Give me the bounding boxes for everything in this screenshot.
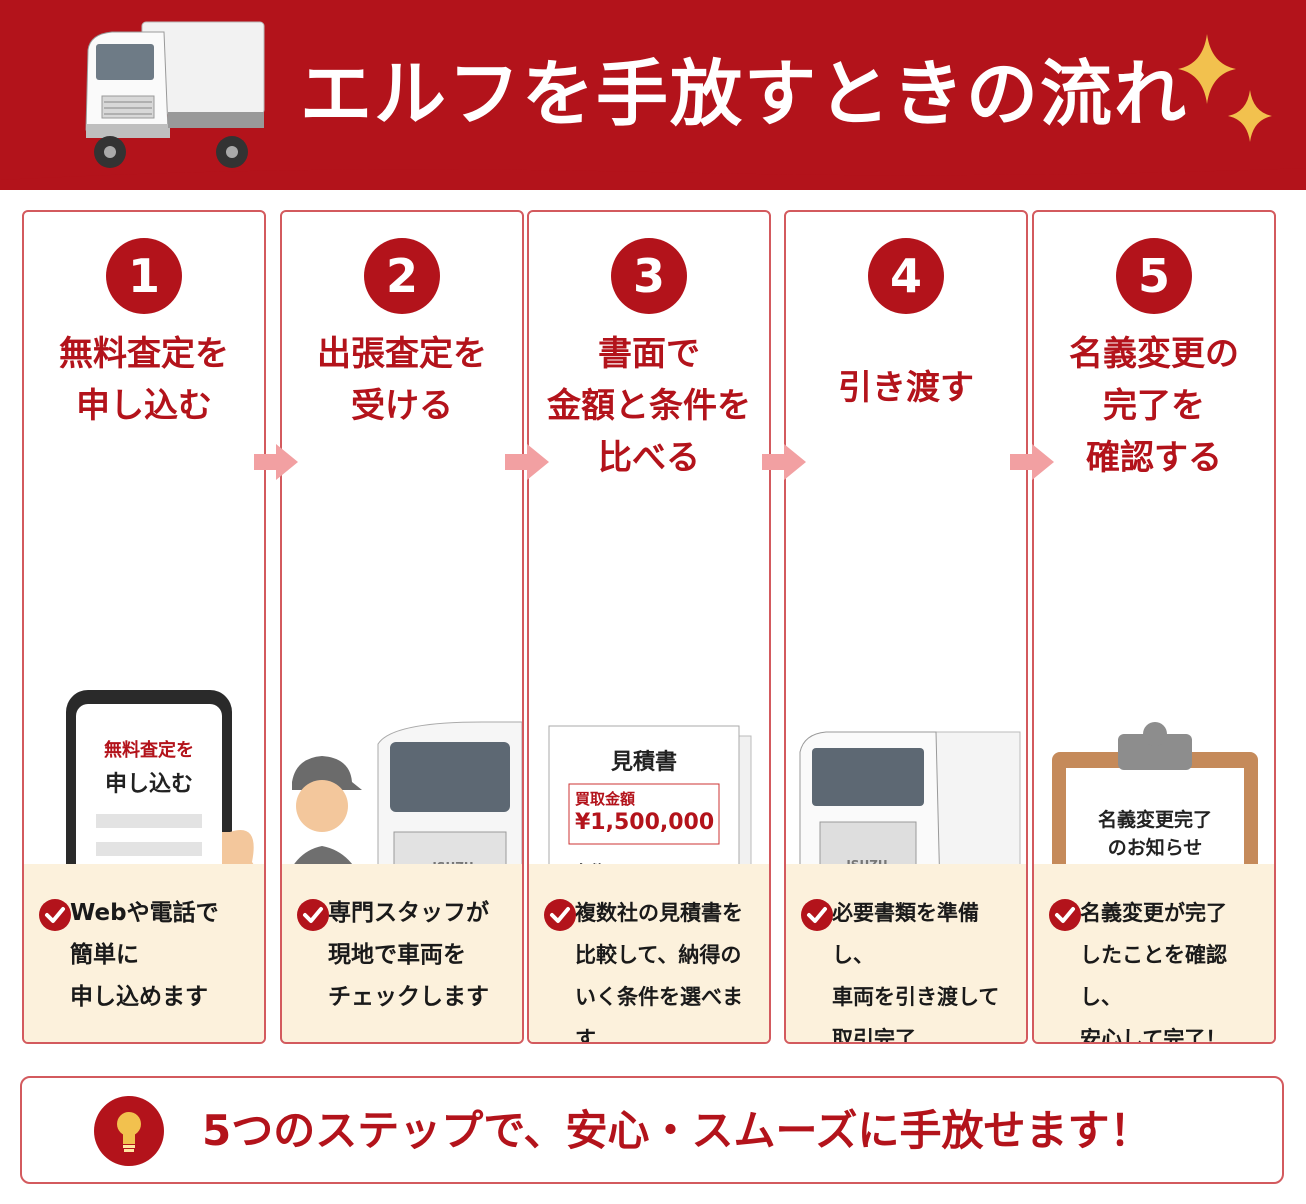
price-label: 買取金額 [575,790,636,808]
lightbulb-badge [94,1096,164,1166]
step-title: 引き渡す [838,368,974,408]
step-card-3: 3 書面で 金額と条件を 比べる 見積書 買取金額 ¥1,500,000 条件 … [527,210,771,1044]
check-circle-icon [297,899,329,931]
check-circle-icon [544,899,576,931]
phone-heading: 申し込む [104,772,193,797]
notice-text: 名義変更完了 のお知らせ [1097,809,1212,859]
header-wave [0,150,1306,180]
sparkle-icon [1178,34,1236,104]
quote-title: 見積書 [610,750,677,775]
step-description: 専門スタッフが 現地で車両を チェックします [282,864,522,1042]
summary-banner: 5つのステップで、安心・スムーズに手放せます！ [20,1076,1284,1184]
summary-message: 5つのステップで、安心・スムーズに手放せます！ [202,1106,1152,1155]
step-title: 無料査定を 申し込む [59,334,229,426]
phone-heading-red: 無料査定を [104,740,194,761]
step-number-badge: 4 [868,238,944,314]
check-circle-icon [39,899,71,931]
step-card-4: 4 引き渡す ISUZU 必要書類を準備し、 車両を引き渡して 取引完了 [784,210,1028,1044]
check-circle-icon [1049,899,1081,931]
step-title: 名義変更の 完了を 確認する [1069,334,1239,478]
step-number-badge: 2 [364,238,440,314]
step-card-1: 1 無料査定を 申し込む 無料査定を 申し込む 送信 Webや電話で 簡単に 申… [22,210,266,1044]
arrow-right-icon [254,444,298,480]
step-description: 複数社の見積書を 比較して、納得の いく条件を選べます [529,864,769,1042]
lightbulb-icon [117,1112,141,1152]
step-card-5: 5 名義変更の 完了を 確認する 名義変更完了 のお知らせ 名義変更が完了 した… [1032,210,1276,1044]
step-number-badge: 3 [611,238,687,314]
arrow-right-icon [505,444,549,480]
sparkle-icon [1228,90,1272,142]
price-value: ¥1,500,000 [575,810,715,835]
step-title: 出張査定を 受ける [317,334,487,426]
step-description: 名義変更が完了 したことを確認し、 安心して完了！ [1034,864,1274,1042]
step-description: 必要書類を準備し、 車両を引き渡して 取引完了 [786,864,1026,1042]
arrow-right-icon [1010,444,1054,480]
arrow-right-icon [762,444,806,480]
page-title: エルフを手放すときの流れ [300,52,1189,136]
step-description: Webや電話で 簡単に 申し込めます [24,864,264,1042]
step-card-2: 2 出張査定を 受ける ISUZU 専門スタッフが 現地で車両を チェックします [280,210,524,1044]
truck-icon [85,21,265,168]
step-number-badge: 5 [1116,238,1192,314]
check-circle-icon [801,899,833,931]
step-title: 書面で 金額と条件を 比べる [547,334,751,478]
step-number-badge: 1 [106,238,182,314]
